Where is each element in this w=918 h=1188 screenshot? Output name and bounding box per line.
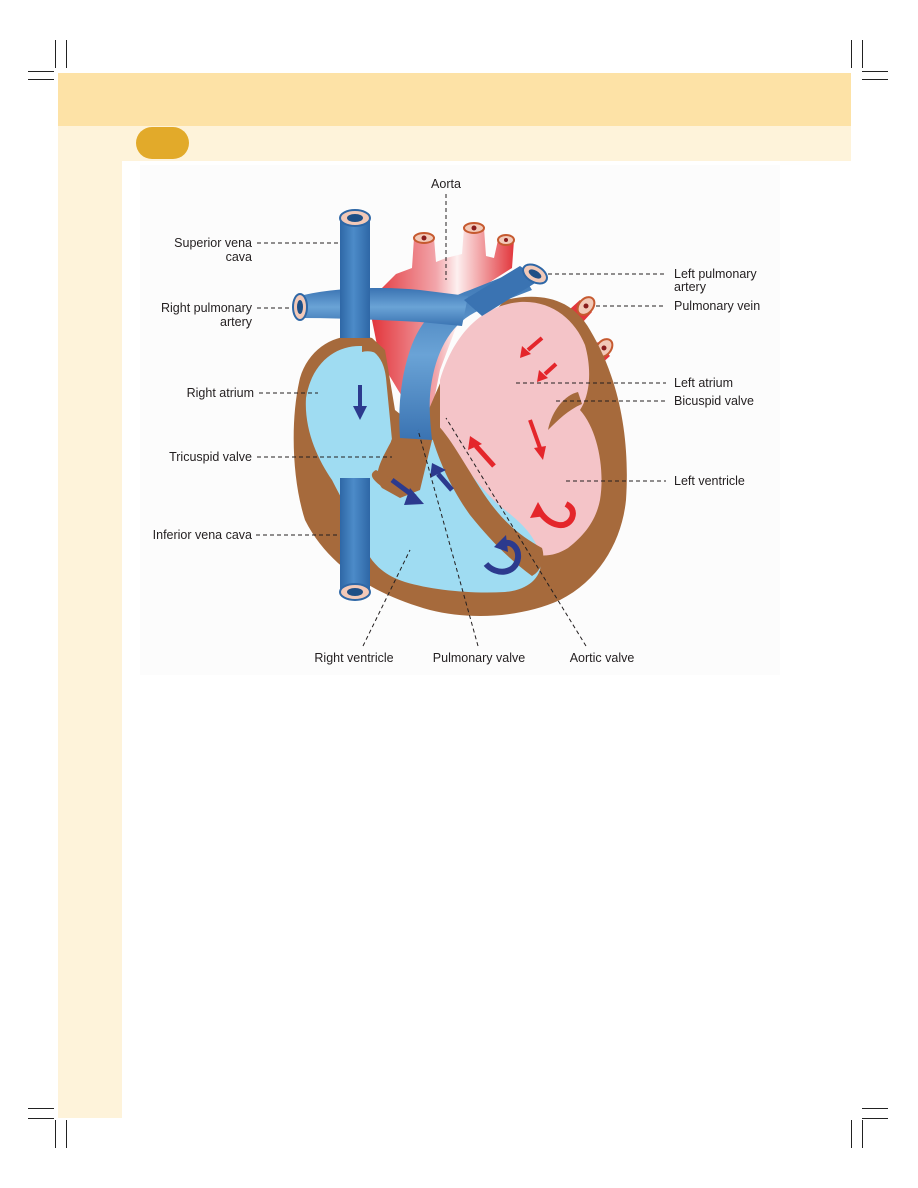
- leader-line: [445, 417, 587, 647]
- label-bicuspid-valve: Bicuspid valve: [674, 394, 754, 408]
- label-right-pulmonary-artery: Right pulmonary: [161, 301, 253, 315]
- crop-mark: [28, 71, 54, 72]
- page-margin-column: [58, 161, 122, 1118]
- crop-mark: [28, 1118, 54, 1119]
- label-left-pulmonary-artery: Left pulmonary: [674, 267, 757, 281]
- deoxygenated-flow-arrows: [353, 385, 522, 575]
- crop-mark: [862, 1108, 888, 1109]
- crop-mark: [862, 71, 888, 72]
- tricuspid-valve-flap: [390, 434, 407, 466]
- crop-mark: [862, 40, 863, 68]
- label-tricuspid-valve: Tricuspid valve: [169, 450, 252, 464]
- label-aorta: Aorta: [431, 177, 461, 191]
- crop-mark: [55, 40, 56, 68]
- crop-mark: [28, 1108, 54, 1109]
- flow-arrow: [530, 501, 576, 529]
- left-pulmonary-artery: [464, 263, 548, 316]
- flow-arrow: [520, 336, 544, 358]
- label-right-pulmonary-artery: artery: [220, 315, 253, 329]
- label-superior-vena-cava: Superior vena: [174, 236, 252, 250]
- crop-mark: [66, 40, 67, 68]
- crop-mark: [55, 1120, 56, 1148]
- septum: [430, 420, 544, 576]
- crop-mark: [862, 1120, 863, 1148]
- label-inferior-vena-cava: Inferior vena cava: [153, 528, 252, 542]
- flow-arrow: [483, 535, 522, 575]
- flow-arrow: [537, 362, 558, 382]
- flow-arrow: [353, 385, 367, 420]
- inferior-vena-cava: [339, 478, 371, 601]
- crop-mark: [851, 40, 852, 68]
- label-superior-vena-cava: cava: [226, 250, 252, 264]
- flow-arrow: [528, 419, 546, 460]
- tricuspid-valve-flap: [371, 470, 404, 494]
- flow-arrow: [430, 463, 454, 492]
- crop-mark: [66, 1120, 67, 1148]
- section-badge: [136, 127, 189, 159]
- header-band: [58, 73, 851, 126]
- crop-mark: [28, 79, 54, 80]
- label-pulmonary-valve: Pulmonary valve: [433, 651, 525, 665]
- leader-line: [417, 429, 479, 647]
- flow-arrow: [468, 436, 496, 468]
- label-left-ventricle: Left ventricle: [674, 474, 745, 488]
- oxygenated-flow-arrows: [468, 336, 576, 529]
- flow-arrow: [390, 477, 424, 505]
- superior-vena-cava: [339, 209, 371, 338]
- label-aortic-valve: Aortic valve: [570, 651, 635, 665]
- crop-mark: [862, 79, 888, 80]
- subheader-band: [58, 126, 851, 161]
- leader-line: [362, 549, 411, 647]
- label-left-atrium: Left atrium: [674, 376, 733, 390]
- crop-mark: [851, 1120, 852, 1148]
- label-pulmonary-vein: Pulmonary vein: [674, 299, 760, 313]
- label-left-pulmonary-artery: artery: [674, 280, 707, 294]
- crop-mark: [862, 1118, 888, 1119]
- label-right-atrium: Right atrium: [187, 386, 254, 400]
- label-right-ventricle: Right ventricle: [314, 651, 393, 665]
